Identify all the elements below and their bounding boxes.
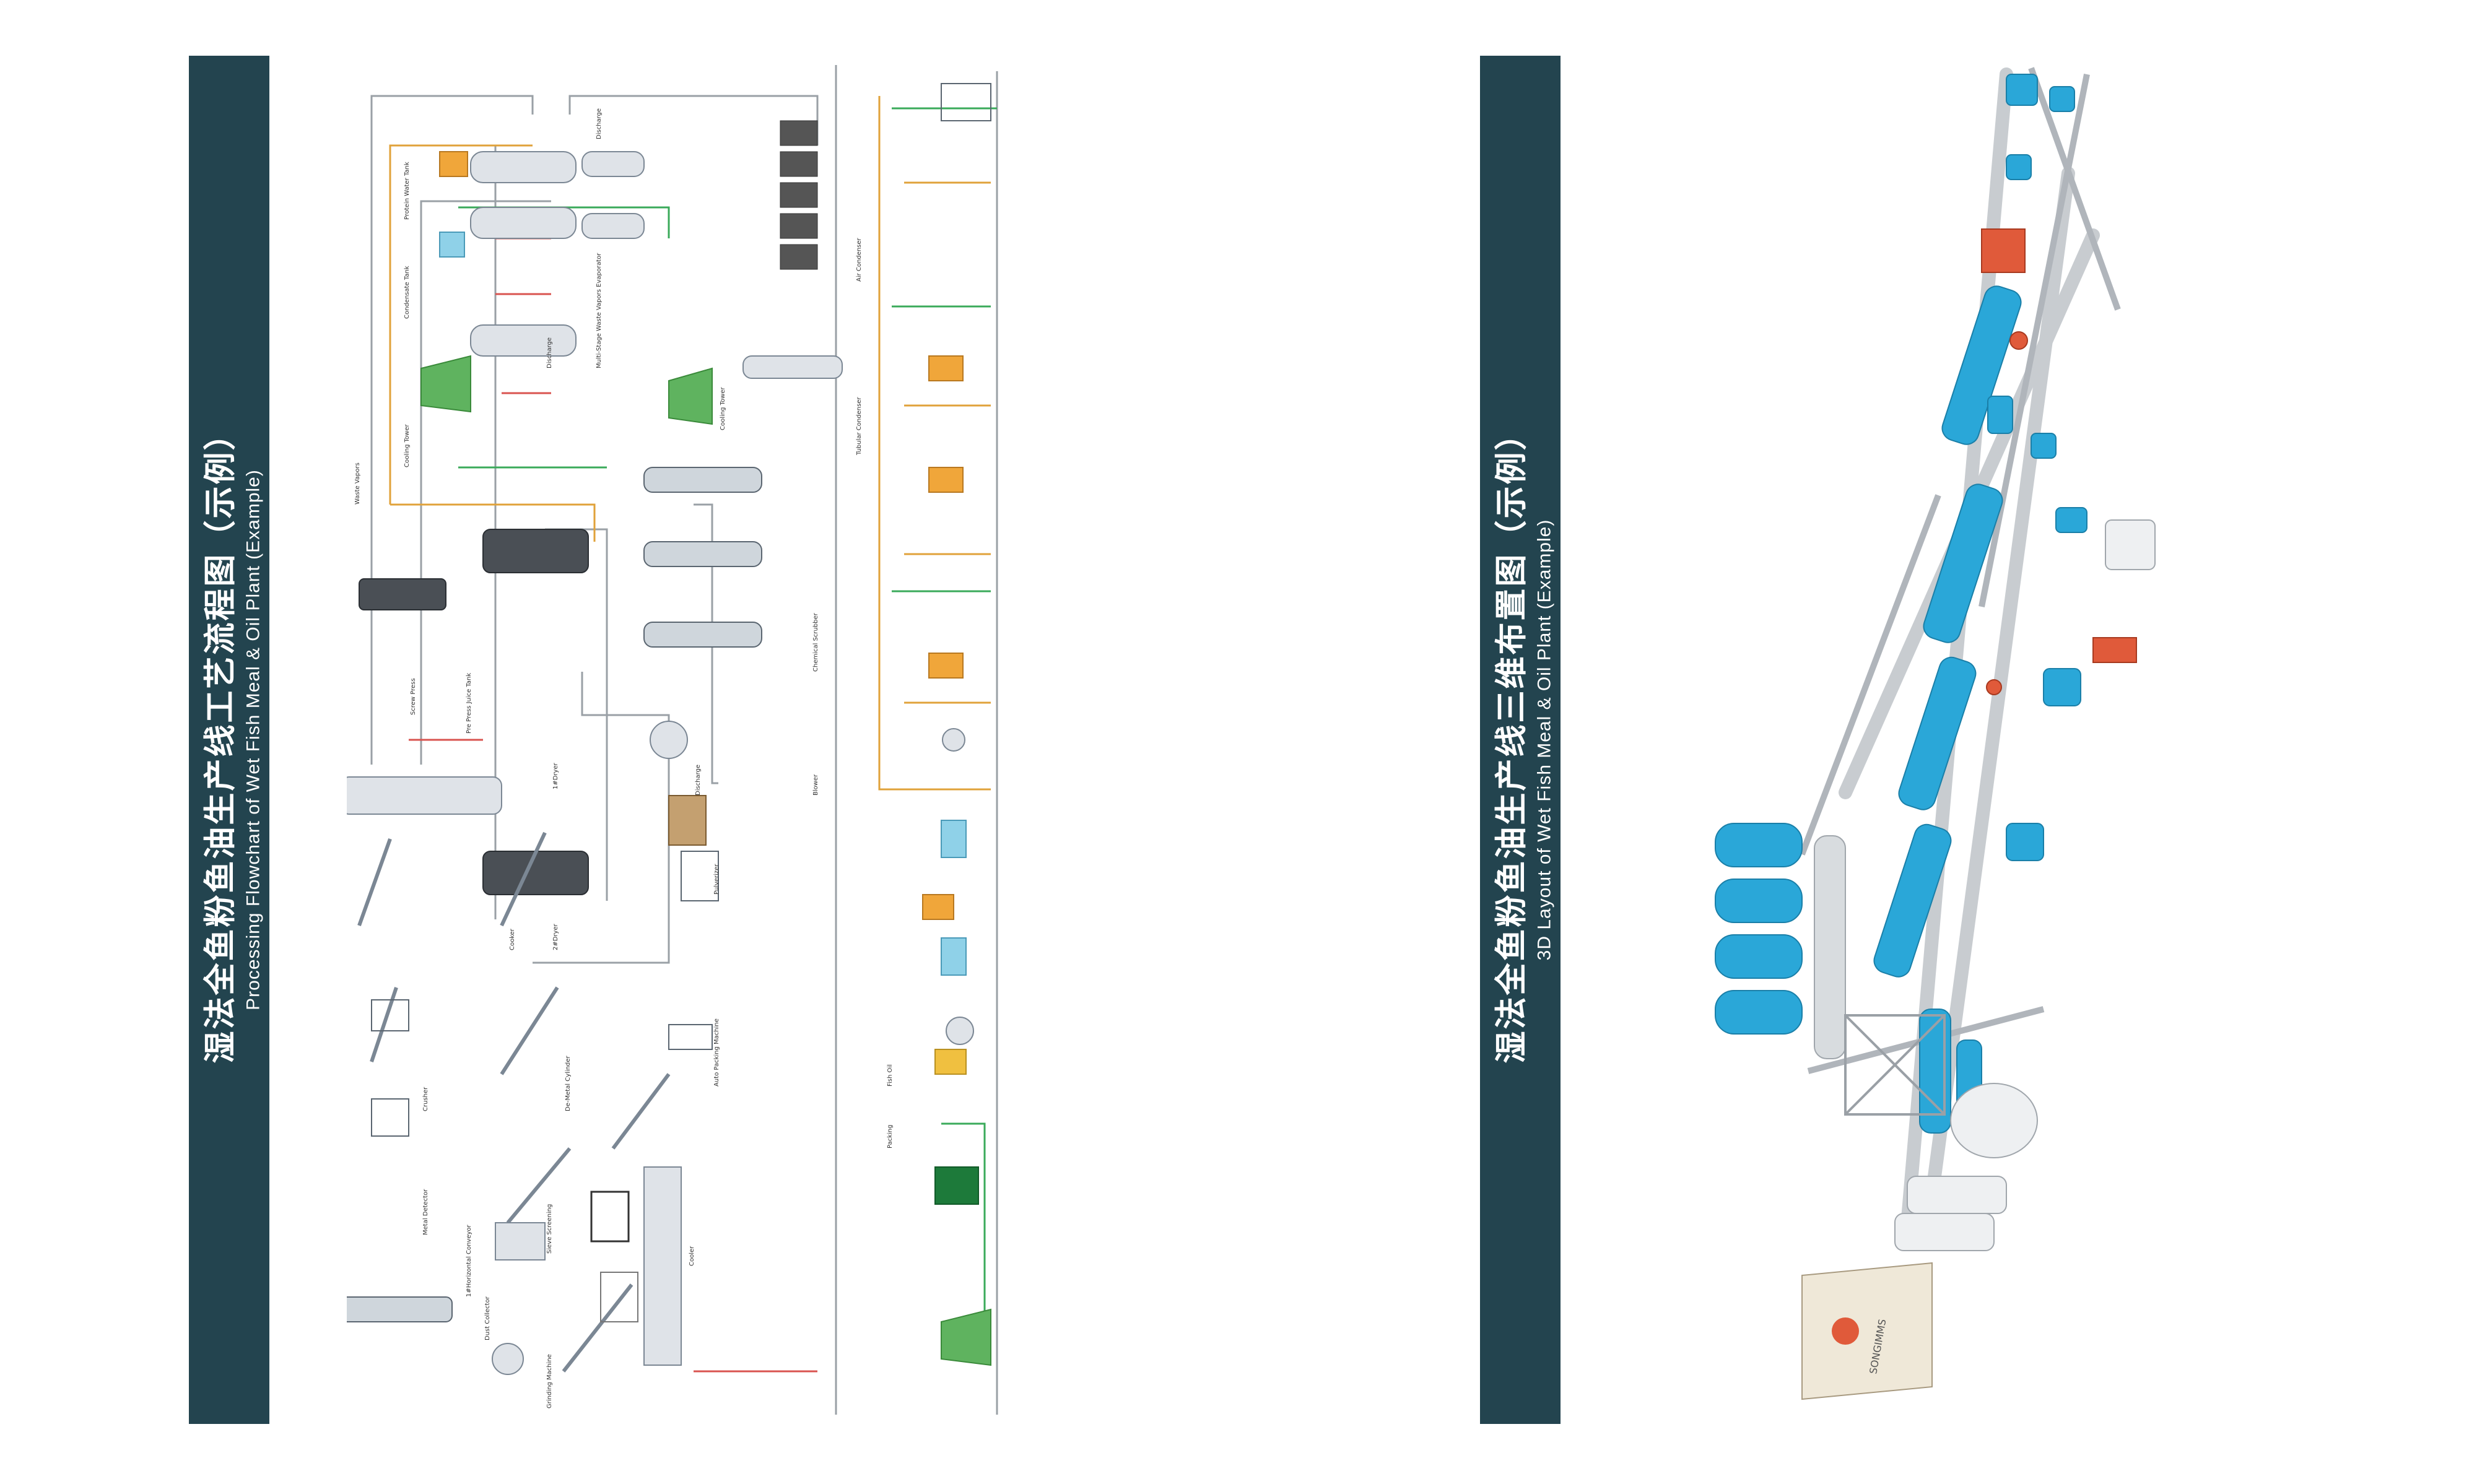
svg-text:Discharge: Discharge [596, 108, 603, 139]
flowchart-svg: Protein Water Tank Discharge Condensate … [340, 65, 998, 1415]
svg-text:Discharge: Discharge [546, 337, 553, 368]
svg-text:Auto Packing Machine: Auto Packing Machine [713, 1018, 720, 1087]
plant-3d-layout: SONGIMMS [1660, 50, 2229, 1436]
evaporator-columns [470, 151, 645, 357]
svg-text:Multi-Stage Waste Vapors Evapo: Multi-Stage Waste Vapors Evaporator [596, 253, 603, 368]
svg-text:Dust Collector: Dust Collector [484, 1296, 491, 1340]
svg-text:Cooker: Cooker [509, 928, 516, 950]
svg-text:Screw Press: Screw Press [410, 678, 417, 715]
svg-text:Pulverizer: Pulverizer [713, 864, 720, 895]
svg-text:Grinding Machine: Grinding Machine [546, 1354, 553, 1408]
svg-text:Crusher: Crusher [422, 1087, 429, 1111]
air-condenser [780, 120, 818, 270]
svg-text:Cooler: Cooler [689, 1246, 695, 1266]
flowchart-title: 湿法全鱼粉鱼油生产线工艺流程图（示例） Processing Flowchart… [202, 416, 264, 1064]
svg-text:1#Dryer: 1#Dryer [552, 762, 559, 789]
svg-text:Cooling Tower: Cooling Tower [404, 424, 411, 467]
svg-text:Metal Detector: Metal Detector [422, 1189, 429, 1235]
process-flowchart: Protein Water Tank Discharge Condensate … [340, 59, 1047, 1424]
svg-text:1#Horizontal Conveyor: 1#Horizontal Conveyor [466, 1224, 472, 1297]
flowchart-title-banner: 湿法全鱼粉鱼油生产线工艺流程图（示例） Processing Flowchart… [189, 56, 269, 1424]
process-equipment [1873, 74, 2087, 1134]
svg-text:2#Dryer: 2#Dryer [552, 923, 559, 950]
svg-text:Tubular Condenser: Tubular Condenser [856, 397, 863, 456]
cooker [340, 776, 502, 815]
svg-text:Cooling Tower: Cooling Tower [720, 387, 726, 430]
chemical-scrubbers [643, 467, 762, 648]
accent-parts [1981, 228, 2137, 695]
equipment-labels: Protein Water Tank Discharge Condensate … [354, 108, 894, 1408]
evaporators [1715, 823, 1846, 1059]
layout-svg: SONGIMMS [1715, 67, 2156, 1400]
white-vessels [1894, 519, 2156, 1251]
process-tanks [439, 151, 964, 920]
svg-text:Air Condenser: Air Condenser [856, 237, 863, 282]
svg-text:Pre Press Juice Tank: Pre Press Juice Tank [466, 673, 472, 734]
svg-text:Waste Vapors: Waste Vapors [354, 462, 361, 505]
control-cabinet: SONGIMMS [1801, 1262, 1933, 1400]
layout-title: 湿法全鱼粉鱼油生产线三维布置图（示例） 3D Layout of Wet Fis… [1493, 416, 1555, 1064]
svg-text:De-Metal Cylinder: De-Metal Cylinder [565, 1055, 572, 1111]
svg-text:Discharge: Discharge [695, 765, 702, 796]
cooling-towers [420, 355, 991, 1366]
svg-text:Fish Oil: Fish Oil [887, 1064, 894, 1087]
layout-title-banner: 湿法全鱼粉鱼油生产线三维布置图（示例） 3D Layout of Wet Fis… [1480, 56, 1561, 1424]
dryers [359, 529, 589, 895]
conveyors [357, 831, 671, 1373]
svg-text:Chemical Scrubber: Chemical Scrubber [812, 612, 819, 672]
svg-text:Condensate Tank: Condensate Tank [404, 266, 411, 319]
svg-text:Sieve Screening: Sieve Screening [546, 1204, 553, 1254]
svg-text:Blower: Blower [812, 774, 819, 796]
svg-text:Protein Water Tank: Protein Water Tank [404, 162, 411, 220]
svg-text:Packing: Packing [887, 1125, 894, 1148]
